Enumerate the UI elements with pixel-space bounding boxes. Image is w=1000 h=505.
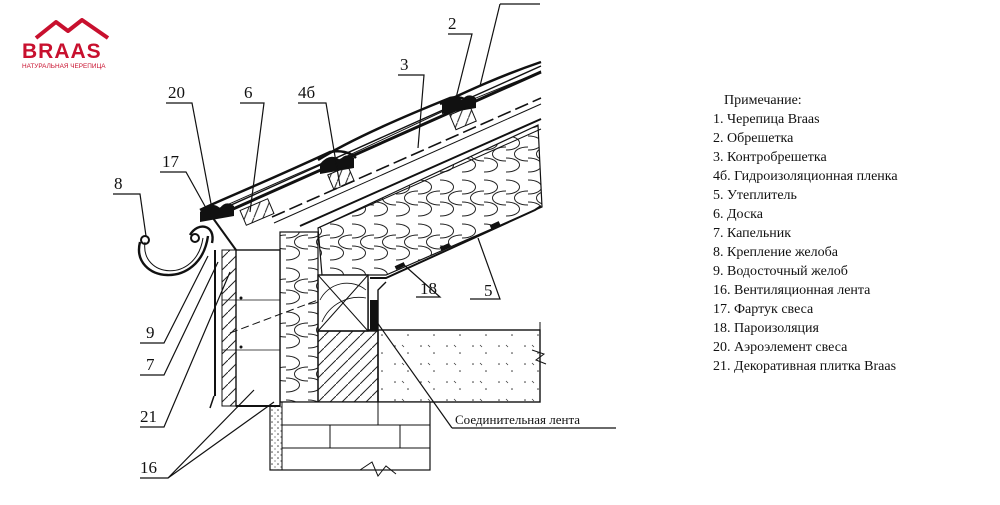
rafter-insulation xyxy=(317,124,543,276)
legend-item: 7. Капельник xyxy=(713,226,792,241)
gutter xyxy=(137,225,214,277)
callout-6: 6 xyxy=(244,83,253,102)
legend-item: 20. Аэроэлемент свеса xyxy=(713,340,848,355)
callouts: 2 3 4б 6 20 17 8 5 18 9 7 21 16 Соединит… xyxy=(114,14,580,477)
callout-5: 5 xyxy=(484,281,493,300)
connector-tape-label: Соединительная лента xyxy=(455,412,580,427)
callout-3: 3 xyxy=(400,55,409,74)
legend-list: 1. Черепица Braas 2. Обрешетка 3. Контро… xyxy=(713,110,898,376)
masonry-wall xyxy=(269,401,431,477)
legend-item: 16. Вентиляционная лента xyxy=(713,283,871,298)
callout-20: 20 xyxy=(168,83,185,102)
callout-21: 21 xyxy=(140,407,157,426)
callout-9: 9 xyxy=(146,323,155,342)
legend-item: 5. Утеплитель xyxy=(713,188,797,203)
callout-7: 7 xyxy=(146,355,155,374)
legend-item: 21. Декоративная плитка Braas xyxy=(713,359,897,374)
legend-item: 3. Контробрешетка xyxy=(713,150,827,165)
wall-plate xyxy=(317,274,369,332)
legend-item: 4б. Гидроизоляционная пленка xyxy=(713,169,898,184)
leader-lines xyxy=(113,3,616,479)
callout-8: 8 xyxy=(114,174,123,193)
callout-4b: 4б xyxy=(298,83,315,102)
legend-title: Примечание: xyxy=(724,93,802,108)
legend-item: 6. Доска xyxy=(713,207,763,222)
fascia-board xyxy=(209,213,319,409)
legend-item: 2. Обрешетка xyxy=(713,131,794,146)
legend-item: 9. Водосточный желоб xyxy=(713,264,848,279)
roof-layers xyxy=(214,65,542,229)
battens xyxy=(200,95,477,226)
brand-name: BRAAS xyxy=(22,40,102,63)
callout-16: 16 xyxy=(140,458,157,477)
legend-item: 18. Пароизоляция xyxy=(713,321,819,336)
callout-18: 18 xyxy=(420,279,437,298)
wall-insulation xyxy=(279,231,319,403)
brand-tagline: НАТУРАЛЬНАЯ ЧЕРЕПИЦА xyxy=(22,63,106,70)
callout-17: 17 xyxy=(162,152,180,171)
braas-logo: BRAAS НАТУРАЛЬНАЯ ЧЕРЕПИЦА xyxy=(22,18,122,72)
legend: Примечание: 1. Черепица Braas 2. Обрешет… xyxy=(713,91,898,376)
callout-2: 2 xyxy=(448,14,457,33)
legend-item: 17. Фартук свеса xyxy=(713,302,814,317)
concrete-slab xyxy=(317,322,547,403)
legend-item: 8. Крепление желоба xyxy=(713,245,838,260)
legend-item: 1. Черепица Braas xyxy=(713,112,820,127)
roof-logo-icon xyxy=(34,18,110,40)
